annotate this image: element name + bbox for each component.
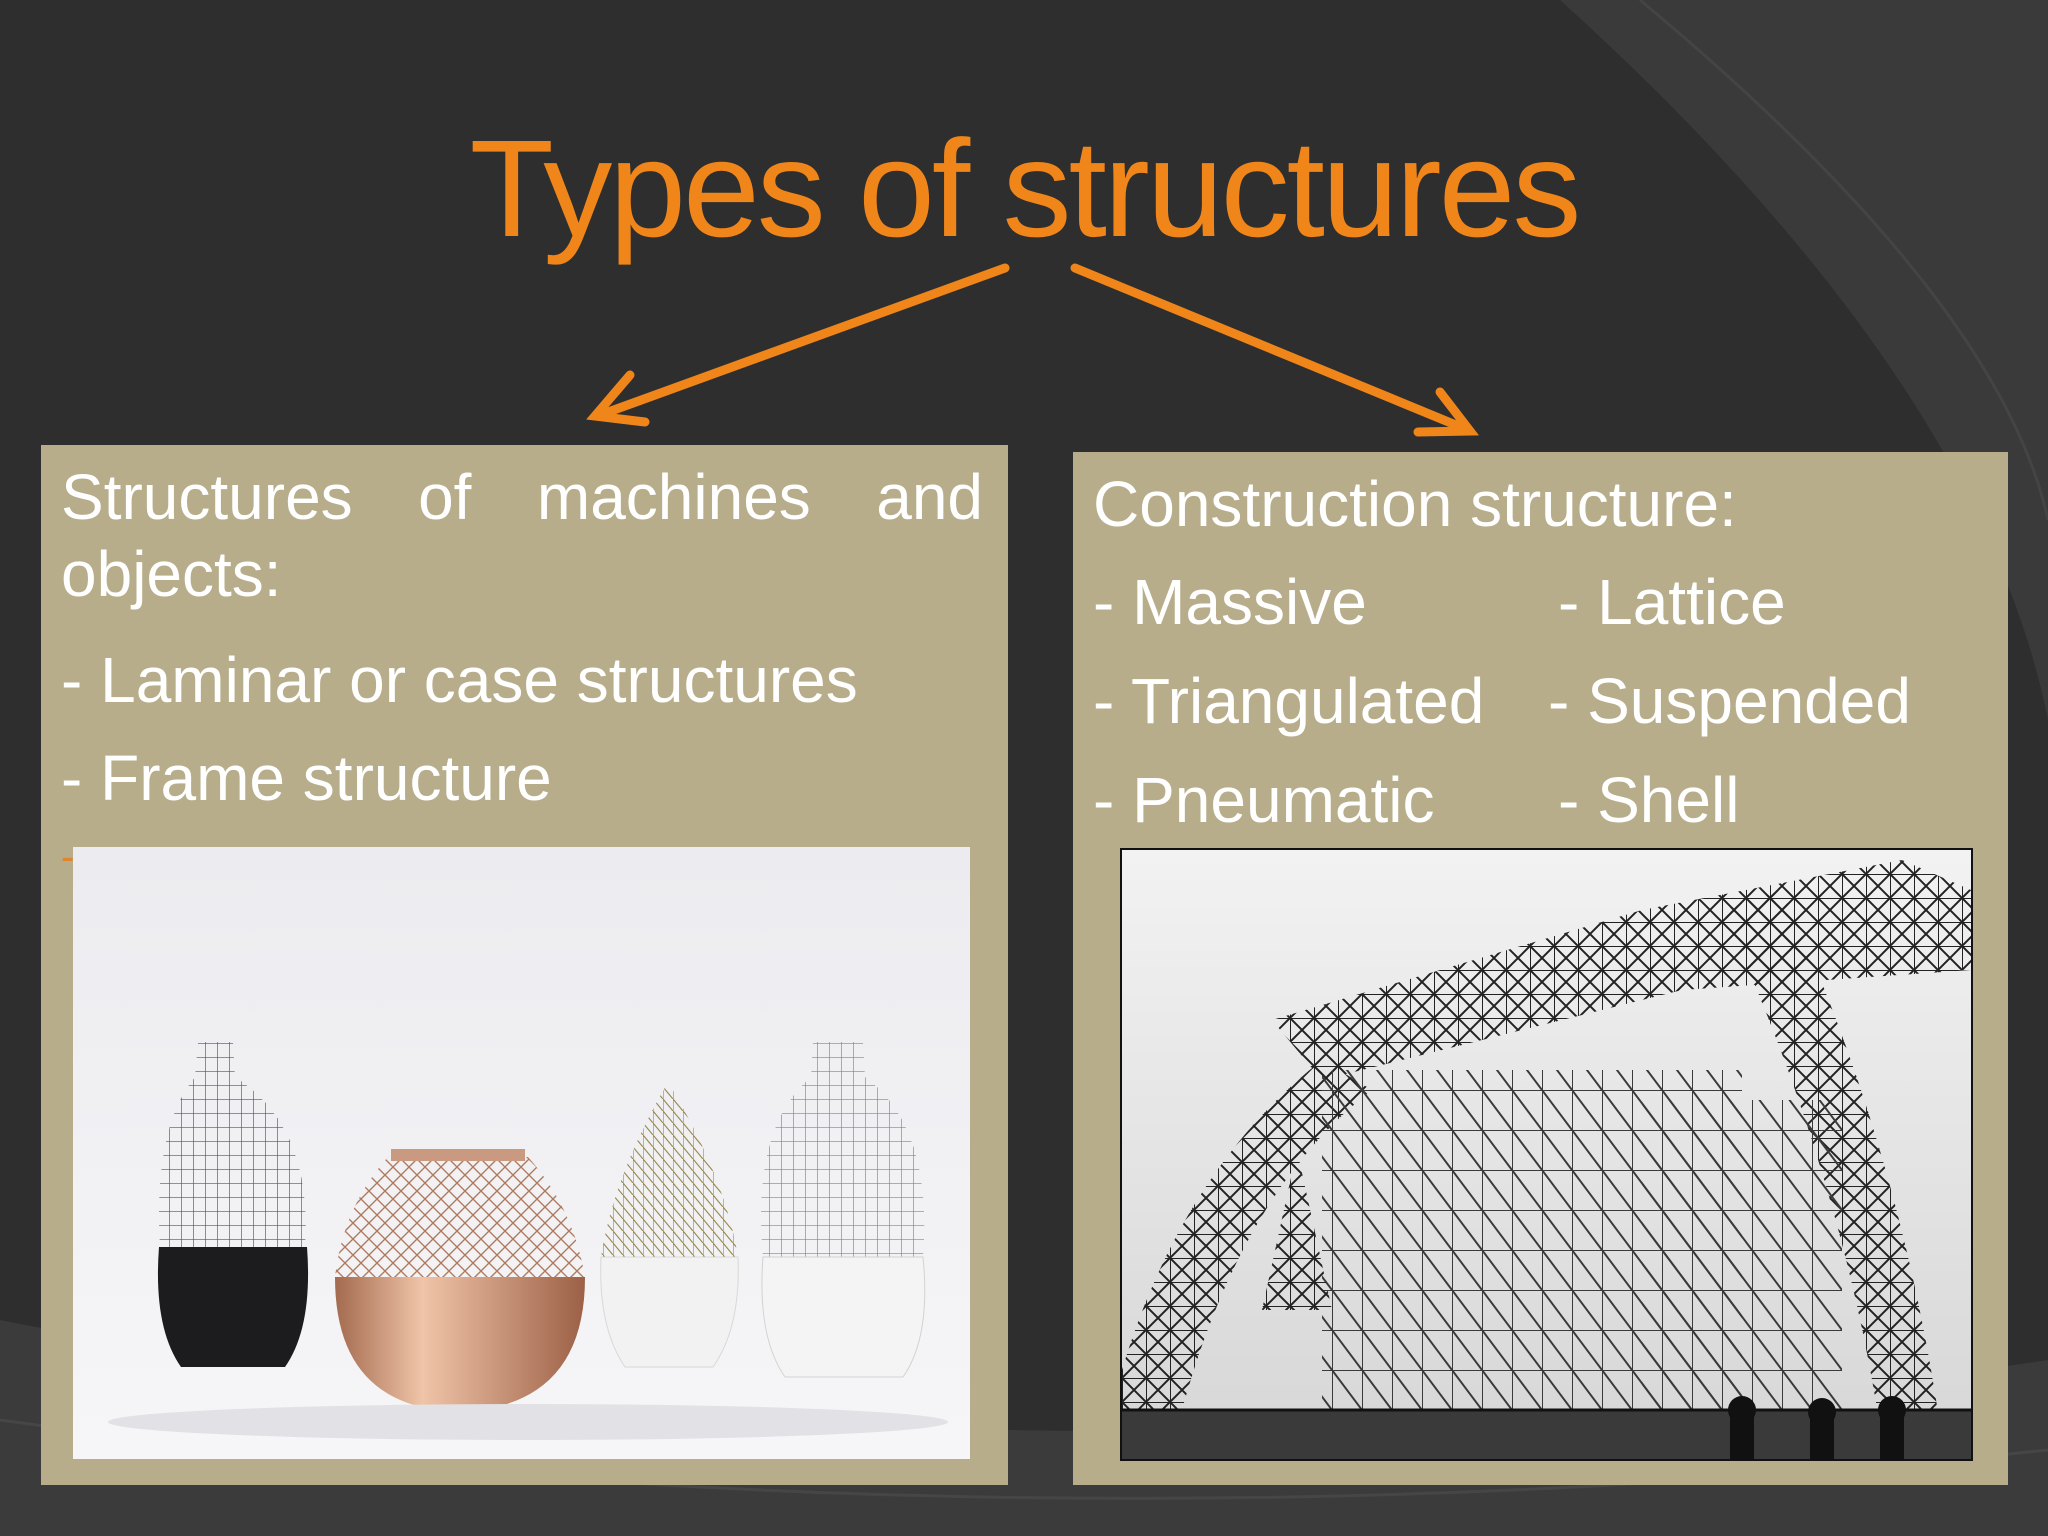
list-item: - Pneumatic <box>1093 764 1435 836</box>
machines-objects-panel: Structures of machines and objects: - La… <box>41 445 1008 1485</box>
list-item: - Lattice <box>1558 566 1786 638</box>
arrow-left <box>586 263 1010 427</box>
stray-dash: - <box>61 835 75 879</box>
list-item: - Frame structure <box>61 742 552 814</box>
list-item: - Laminar or case structures <box>61 644 858 716</box>
arrow-right <box>1070 263 1480 437</box>
list-item: - Suspended <box>1548 665 1911 737</box>
list-item: - Shell <box>1558 764 1740 836</box>
panel-heading: Construction structure: <box>1093 468 1737 540</box>
heading-line1: Structures of machines and <box>61 461 983 533</box>
heading-line2: objects: <box>61 537 282 610</box>
eiffel-tower-construction-photo <box>1120 848 1973 1461</box>
slide-title: Types of structures <box>469 112 1582 266</box>
list-item: - Massive <box>1093 566 1367 638</box>
list-item: - Triangulated <box>1093 665 1485 737</box>
construction-panel: Construction structure: - Massive - Latt… <box>1073 452 2008 1485</box>
wire-vases-photo <box>73 847 970 1459</box>
panel-heading: Structures of machines and objects: <box>61 459 983 613</box>
